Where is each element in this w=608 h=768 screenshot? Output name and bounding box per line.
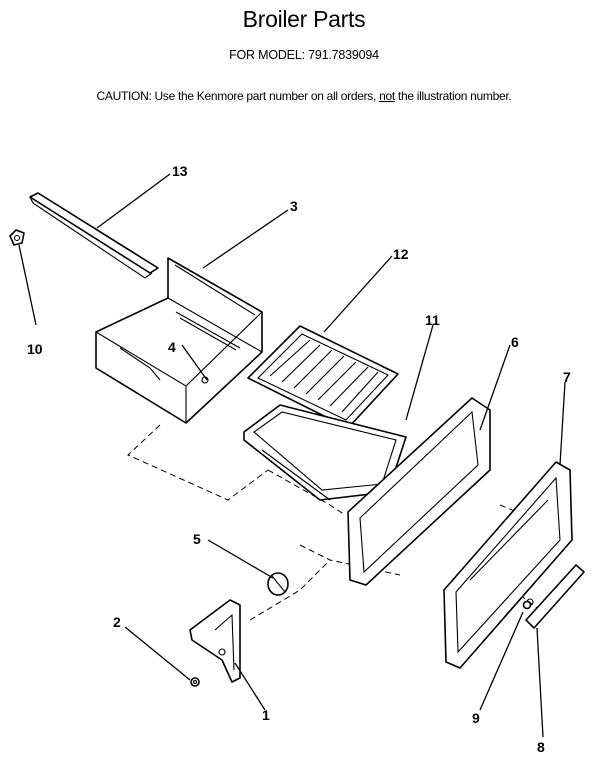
model-number: FOR MODEL: 791.7839094 xyxy=(229,48,379,62)
part-3-drawer xyxy=(95,257,263,424)
caution-note: CAUTION: Use the Kenmore part number on … xyxy=(0,89,608,103)
callout-4: 4 xyxy=(168,339,176,355)
part-10-clip xyxy=(9,229,25,246)
callout-9: 9 xyxy=(472,710,480,726)
callout-8: 8 xyxy=(537,739,545,755)
part-13-rail xyxy=(29,192,159,279)
part-9-screw xyxy=(522,600,532,610)
callout-10: 10 xyxy=(27,341,43,357)
part-7-outer-door xyxy=(443,461,573,669)
part-1-bracket xyxy=(189,599,241,683)
caution-text-start: CAUTION: Use the Kenmore part number on … xyxy=(96,89,380,103)
callout-1: 1 xyxy=(262,707,270,723)
callout-7: 7 xyxy=(563,369,571,385)
callout-13: 13 xyxy=(172,163,188,179)
callout-12: 12 xyxy=(393,246,409,262)
part-5-roller xyxy=(267,572,289,596)
part-2-screw xyxy=(190,677,200,687)
callout-5: 5 xyxy=(193,531,201,547)
callout-6: 6 xyxy=(511,334,519,350)
callout-3: 3 xyxy=(290,198,298,214)
part-8-handle xyxy=(525,564,585,629)
callout-numbers: 13 3 12 4 11 6 7 10 5 2 1 9 8 xyxy=(27,163,571,755)
callout-2: 2 xyxy=(113,614,121,630)
part-6-door-frame xyxy=(347,397,491,586)
page-title: Broiler Parts xyxy=(242,6,366,32)
callout-11: 11 xyxy=(425,312,440,328)
leader-lines xyxy=(18,173,566,738)
caution-emphasis: not xyxy=(379,89,395,103)
caution-text-end: the illustration number. xyxy=(394,89,512,103)
part-12-broiler-grid xyxy=(247,325,399,429)
